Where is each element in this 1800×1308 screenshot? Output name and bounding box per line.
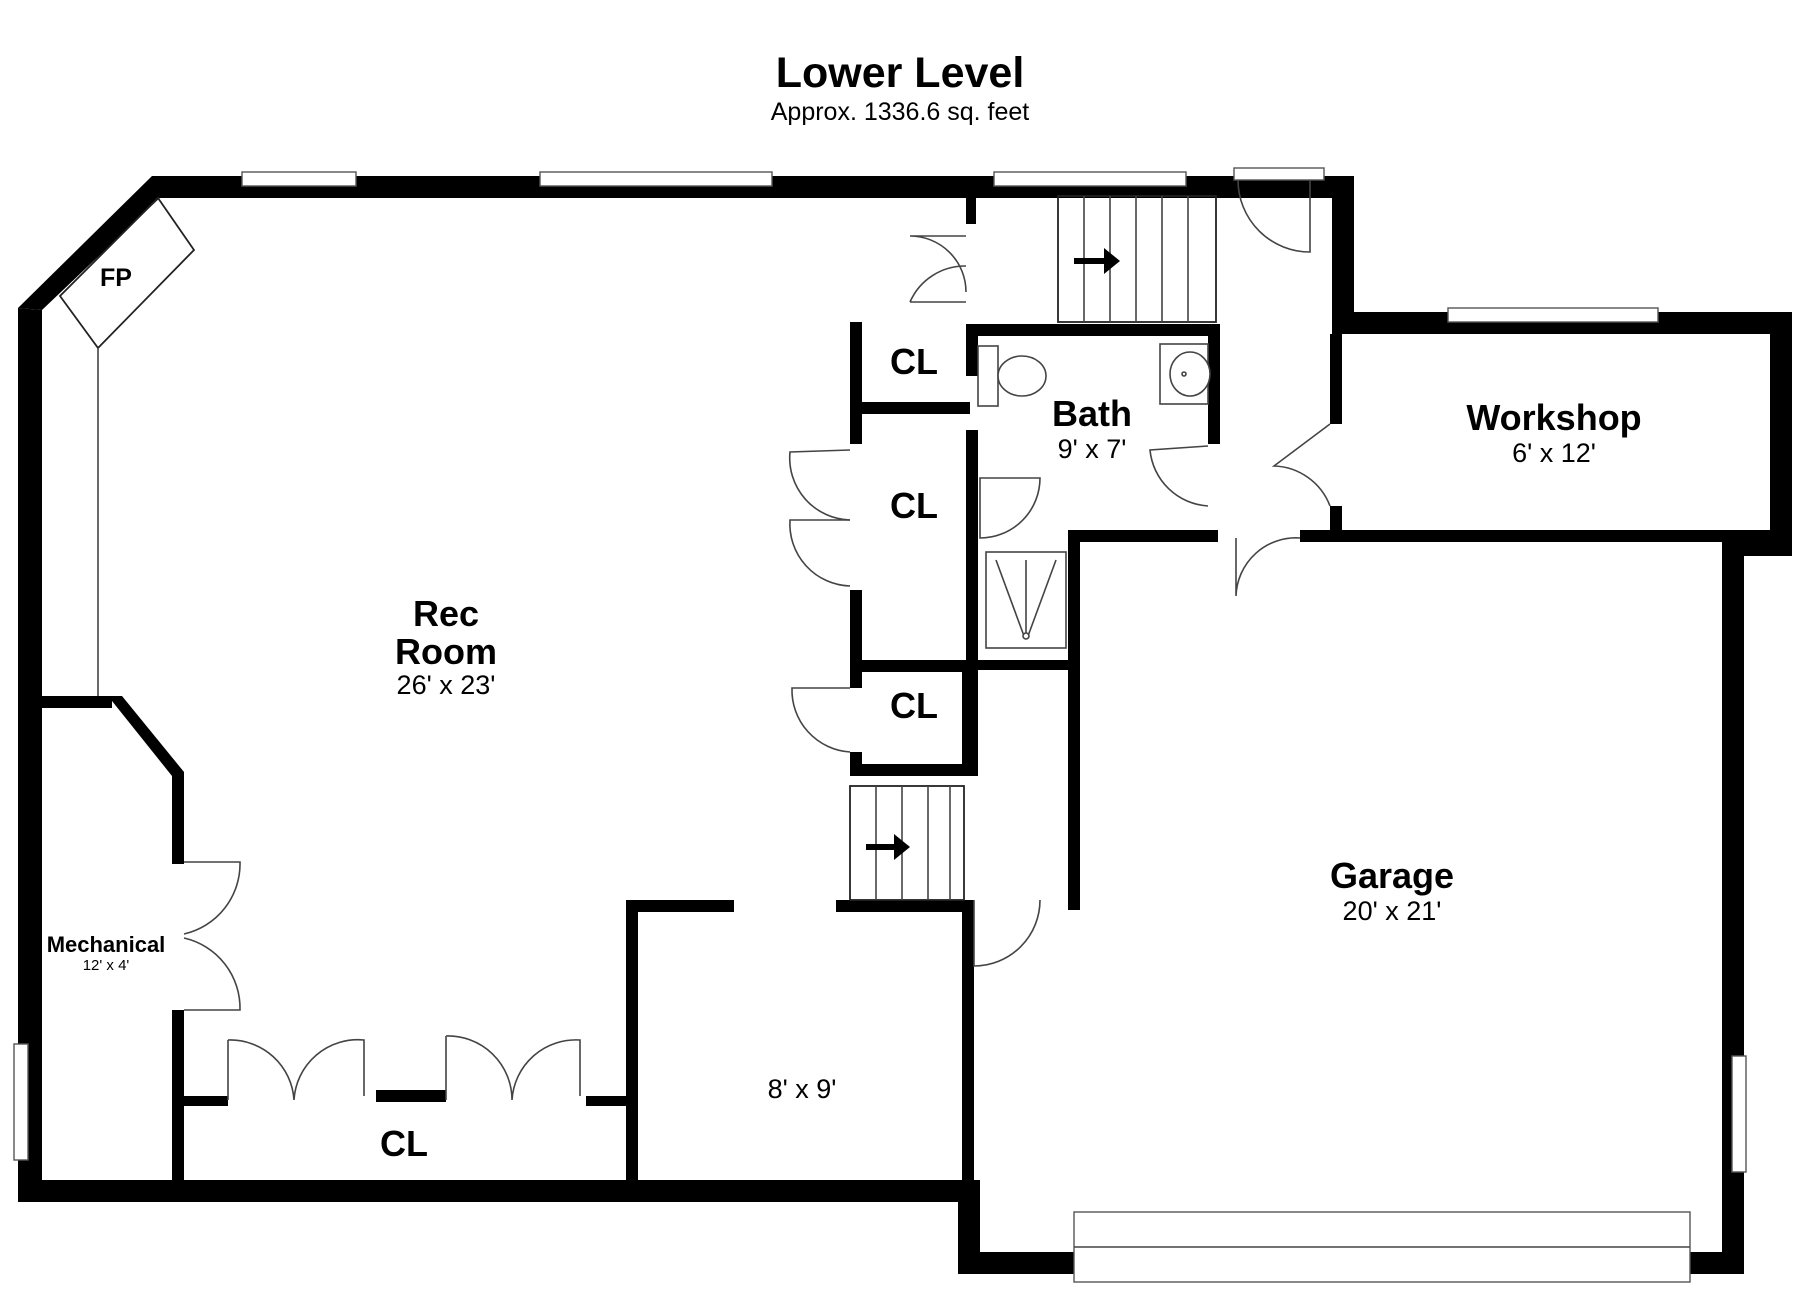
bath-fixtures [977,343,1211,649]
windows [13,171,1747,1283]
closet-label: CL [380,1123,428,1164]
mechanical-label: Mechanical 12' x 4' [47,932,166,974]
closet-label: CL [890,685,938,726]
sink-icon [1159,343,1211,405]
rec-room-name-2: Room [395,631,497,672]
room-labels: Rec Room 26' x 23' Bath 9' x 7' Workshop… [47,341,1642,1164]
mechanical-name: Mechanical [47,932,166,957]
fireplace-label: FP [100,264,132,292]
plan-area: Approx. 1336.6 sq. feet [771,98,1030,126]
unnamed-room-dims: 8' x 9' [768,1074,837,1104]
stair-arrow-icon [866,834,910,860]
plan-title: Lower Level [776,49,1025,97]
garage-name: Garage [1330,855,1454,896]
bath-dims: 9' x 7' [1058,434,1127,464]
toilet-icon [977,345,1047,407]
workshop-dims: 6' x 12' [1512,438,1596,468]
bath-label: Bath 9' x 7' [1052,393,1132,464]
rec-room-label: Rec Room 26' x 23' [395,593,497,700]
closet-label: CL [890,485,938,526]
garage-label: Garage 20' x 21' [1330,855,1454,926]
workshop-label: Workshop 6' x 12' [1466,397,1641,468]
shower-icon [985,551,1067,649]
upper-stairs [1057,195,1217,323]
doors [183,167,1331,1101]
workshop-name: Workshop [1466,397,1641,438]
fireplace: FP [58,196,196,696]
bath-name: Bath [1052,393,1132,434]
closet-label: CL [890,341,938,382]
garage-dims: 20' x 21' [1343,896,1442,926]
stair-arrow-icon [1074,248,1120,274]
lower-stairs [849,785,965,901]
rec-room-dims: 26' x 23' [397,670,496,700]
interior-walls [40,196,1770,1200]
mechanical-dims: 12' x 4' [83,957,130,974]
rec-room-name-1: Rec [413,593,479,634]
